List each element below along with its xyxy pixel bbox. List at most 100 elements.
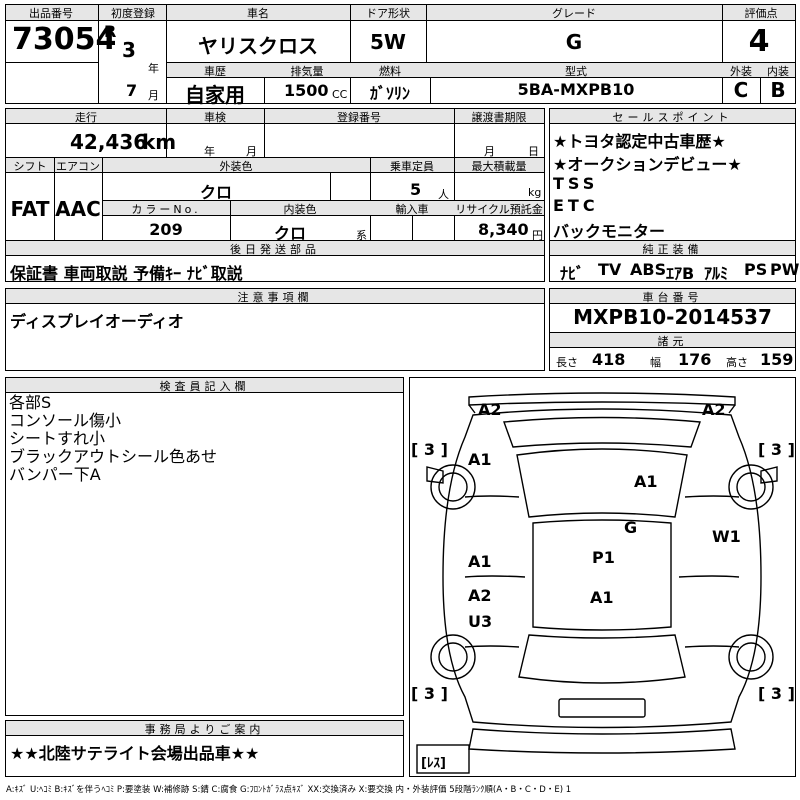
damage-mark: A2 (468, 586, 492, 605)
inspector-line: バンパー下A (9, 465, 101, 484)
grade-label: グレード (552, 7, 596, 20)
divider (166, 77, 796, 78)
later-parts-value: 保証書 車両取説 予備ｷｰ ﾅﾋﾞ取説 (10, 264, 243, 283)
mileage-label: 走行 (75, 111, 97, 124)
row3-label-band (103, 201, 544, 216)
equipment-item: PW (770, 260, 800, 279)
color-no-label: カラーNo. (131, 203, 201, 216)
chassis-label-band (550, 289, 795, 304)
shift-value: FAT (10, 197, 50, 221)
divider (330, 172, 331, 200)
notes-text: ディスプレイオーディオ (10, 312, 184, 331)
damage-mark: G (624, 518, 638, 537)
load-label: 最大積載量 (471, 160, 527, 173)
ac-label: エアコン (56, 160, 100, 173)
notes-label: 注意事項欄 (237, 291, 313, 304)
divider (760, 62, 761, 103)
sales-point-item: バックモニター (553, 222, 666, 241)
damage-mark: A1 (468, 552, 492, 571)
office-label: 事務局よりご案内 (144, 723, 265, 736)
divider (412, 215, 413, 240)
score-label: 評価点 (744, 7, 778, 20)
color-label: 外装色 (219, 160, 253, 173)
equipment-label: 純正装備 (642, 243, 703, 256)
divider (550, 240, 795, 241)
car-name-label: 車名 (247, 7, 269, 20)
chassis-label: 車台番号 (642, 291, 703, 304)
first-reg-label: 初度登録 (111, 7, 155, 20)
divider (102, 200, 544, 201)
displacement-value: 1500 (284, 81, 329, 100)
shift-label: シフト (13, 160, 47, 173)
specs-label: 諸元 (657, 335, 688, 348)
sales-point-item: ★オークションデビュー★ (553, 155, 742, 174)
damage-mark: U3 (468, 612, 493, 631)
interior-color-value: クロ (273, 224, 306, 243)
divider (264, 62, 265, 103)
model-label: 型式 (565, 65, 587, 78)
score-value: 4 (748, 24, 770, 59)
divider (5, 62, 98, 63)
equipment-item: PS (744, 260, 768, 279)
damage-mark: [ﾚｽ] (421, 756, 446, 771)
inspector-line: ブラックアウトシール色あせ (9, 447, 218, 466)
first-reg-month: 7 (126, 81, 138, 100)
divider (6, 240, 544, 241)
month-unit: 月 (148, 89, 159, 102)
recycle-unit: 円 (532, 229, 543, 242)
divider (454, 158, 455, 240)
model-value: 5BA-MXPB10 (517, 80, 635, 99)
lot-number: 73054 (12, 22, 117, 57)
sales-points-label: セールスポイント (612, 111, 733, 124)
grade-value: G (565, 30, 583, 54)
chassis-number: MXPB10-2014537 (573, 305, 772, 329)
displacement-unit: CC (332, 88, 348, 101)
exterior-label: 外装 (730, 65, 752, 78)
divider (722, 5, 723, 103)
sub-label-row (167, 63, 795, 77)
inspector-line: 各部S (9, 393, 52, 412)
equipment-item: ABS (630, 260, 667, 279)
divider (370, 158, 371, 240)
divider (166, 62, 796, 63)
recycle-label: リサイクル預託金 (455, 203, 543, 216)
inspector-label-band (6, 378, 403, 393)
fuel-value: ｶﾞｿﾘﾝ (369, 84, 410, 103)
inspection-month-unit: 月 (246, 145, 257, 158)
inspection-year-unit: 年 (204, 145, 215, 158)
divider (230, 201, 231, 240)
damage-mark: A1 (634, 472, 658, 491)
row2-label-band (6, 158, 544, 173)
notes-label-band (6, 289, 544, 304)
divider (454, 109, 455, 157)
capacity-label: 乗車定員 (390, 160, 434, 173)
office-label-band (6, 721, 403, 736)
divider (166, 109, 167, 157)
divider (54, 158, 55, 240)
divider (98, 5, 99, 103)
door-type: 5W (370, 30, 406, 54)
height-label: 高さ (726, 356, 748, 369)
sales-point-item: ETC (553, 196, 599, 215)
exterior-grade: C (733, 78, 749, 102)
history-label: 車歴 (204, 65, 226, 78)
damage-mark: [ 3 ] (411, 440, 448, 459)
divider (426, 5, 427, 63)
mileage-unit: km (142, 130, 177, 154)
fuel-label: 燃料 (379, 65, 401, 78)
capacity-unit: 人 (438, 188, 449, 201)
lot-no-label: 出品番号 (29, 7, 73, 20)
damage-mark: A2 (478, 400, 502, 419)
import-label: 輸入車 (395, 203, 429, 216)
capacity-value: 5 (410, 180, 422, 199)
damage-mark: [ 3 ] (758, 440, 795, 459)
sales-label-band (550, 109, 795, 124)
history-value: 自家用 (185, 83, 245, 107)
displacement-label: 排気量 (290, 65, 324, 78)
office-text: ★★北陸サテライト会場出品車★★ (10, 744, 260, 763)
transfer-month-unit: 月 (484, 145, 495, 158)
year-unit: 年 (148, 62, 159, 75)
car-name: ヤリスクロス (198, 34, 318, 58)
inspector-label: 検査員記入欄 (159, 380, 250, 393)
mileage-value: 42,436 (70, 130, 148, 154)
